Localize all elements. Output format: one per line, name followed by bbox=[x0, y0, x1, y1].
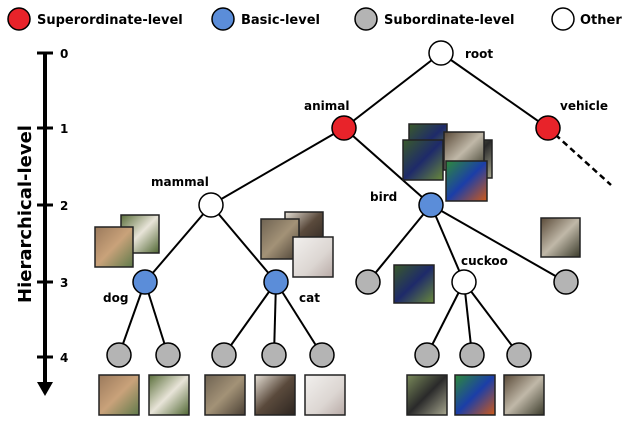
bird-cluster-photo-4 bbox=[402, 139, 444, 181]
legend-basic-swatch bbox=[211, 7, 235, 31]
legend: Superordinate-level Basic-level Subordin… bbox=[7, 7, 622, 31]
axis-arrow-icon bbox=[37, 382, 53, 396]
edge-animal-mammal bbox=[210, 127, 345, 206]
edge-mammal-dog bbox=[144, 204, 212, 283]
bird-cluster-photo-5 bbox=[445, 160, 488, 202]
edge-vehicle-dashed bbox=[547, 127, 612, 186]
label-dog: dog bbox=[103, 291, 128, 305]
node-cuckoo bbox=[451, 269, 477, 295]
dog-cluster-photo-2 bbox=[94, 226, 134, 268]
edge-root-animal bbox=[343, 52, 442, 129]
bottom-photo-row bbox=[98, 374, 545, 416]
label-bird: bird bbox=[370, 190, 397, 204]
node-cuckoo-sub2 bbox=[459, 342, 485, 368]
node-cat-sub3 bbox=[309, 342, 335, 368]
edge-bird-cuckoo bbox=[430, 204, 465, 283]
cat-cluster-photo-3 bbox=[292, 236, 334, 278]
node-dog bbox=[132, 269, 158, 295]
node-dog-sub1 bbox=[106, 342, 132, 368]
edge-dog-sub2 bbox=[144, 281, 169, 356]
node-mammal bbox=[198, 192, 224, 218]
node-bird bbox=[418, 192, 444, 218]
bird-image-cluster bbox=[402, 123, 493, 202]
node-cat-sub2 bbox=[261, 342, 287, 368]
node-dog-sub2 bbox=[155, 342, 181, 368]
dog-image-cluster bbox=[94, 214, 160, 268]
edge-cat-sub3 bbox=[275, 281, 323, 356]
label-animal: animal bbox=[304, 99, 349, 113]
hierarchy-axis: 0 1 2 3 4 Hierarchical-level bbox=[15, 47, 68, 396]
node-animal bbox=[331, 115, 357, 141]
edge-cuckoo-sub1 bbox=[426, 281, 465, 356]
edge-mammal-cat bbox=[210, 204, 277, 283]
tree-edges bbox=[118, 52, 612, 356]
label-cuckoo: cuckoo bbox=[461, 254, 508, 268]
axis-tick-label-1: 1 bbox=[60, 122, 68, 136]
edge-bird-sub1 bbox=[367, 204, 432, 283]
node-cat bbox=[263, 269, 289, 295]
tree-nodes bbox=[106, 40, 579, 368]
edge-animal-bird bbox=[343, 127, 432, 206]
bottom-photo-cat-3 bbox=[304, 374, 346, 416]
label-vehicle: vehicle bbox=[560, 99, 608, 113]
edge-dog-sub1 bbox=[118, 281, 146, 356]
bottom-photo-cat-2 bbox=[254, 374, 296, 416]
cat-image-cluster bbox=[260, 211, 334, 278]
legend-other-label: Other bbox=[580, 13, 622, 28]
edge-root-vehicle bbox=[440, 52, 549, 129]
legend-basic-label: Basic-level bbox=[241, 13, 320, 28]
node-labels: root animal vehicle mammal bird dog cat … bbox=[103, 47, 608, 305]
cuckoo-single-photo bbox=[540, 217, 581, 258]
edge-cat-sub1 bbox=[223, 281, 277, 356]
node-cat-sub1 bbox=[211, 342, 237, 368]
legend-subordinate-label: Subordinate-level bbox=[384, 13, 515, 28]
bottom-photo-dog-1 bbox=[98, 374, 140, 416]
legend-subordinate-swatch bbox=[354, 7, 378, 31]
node-cuckoo-sub1 bbox=[414, 342, 440, 368]
legend-superordinate-label: Superordinate-level bbox=[37, 13, 183, 28]
bottom-photo-cat-1 bbox=[204, 374, 246, 416]
axis-tick-label-4: 4 bbox=[60, 351, 68, 365]
legend-superordinate-swatch bbox=[7, 7, 31, 31]
node-bird-sub3 bbox=[553, 269, 579, 295]
axis-title: Hierarchical-level bbox=[15, 125, 36, 303]
label-mammal: mammal bbox=[151, 175, 209, 189]
label-cat: cat bbox=[299, 291, 320, 305]
legend-other-swatch bbox=[551, 7, 575, 31]
edge-bird-sub3 bbox=[430, 204, 567, 283]
bottom-photo-dog-2 bbox=[148, 374, 190, 416]
node-bird-sub1 bbox=[355, 269, 381, 295]
edge-cuckoo-sub3 bbox=[463, 281, 520, 356]
node-root bbox=[428, 40, 454, 66]
node-vehicle bbox=[535, 115, 561, 141]
bottom-photo-bird-3 bbox=[503, 374, 545, 416]
node-cuckoo-sub3 bbox=[506, 342, 532, 368]
bird-single-photo bbox=[393, 264, 435, 304]
axis-tick-label-0: 0 bbox=[60, 47, 68, 61]
bottom-photo-bird-2 bbox=[454, 374, 496, 416]
bottom-photo-bird-1 bbox=[406, 374, 448, 416]
axis-tick-label-3: 3 bbox=[60, 276, 68, 290]
label-root: root bbox=[465, 47, 493, 61]
axis-tick-label-2: 2 bbox=[60, 199, 68, 213]
